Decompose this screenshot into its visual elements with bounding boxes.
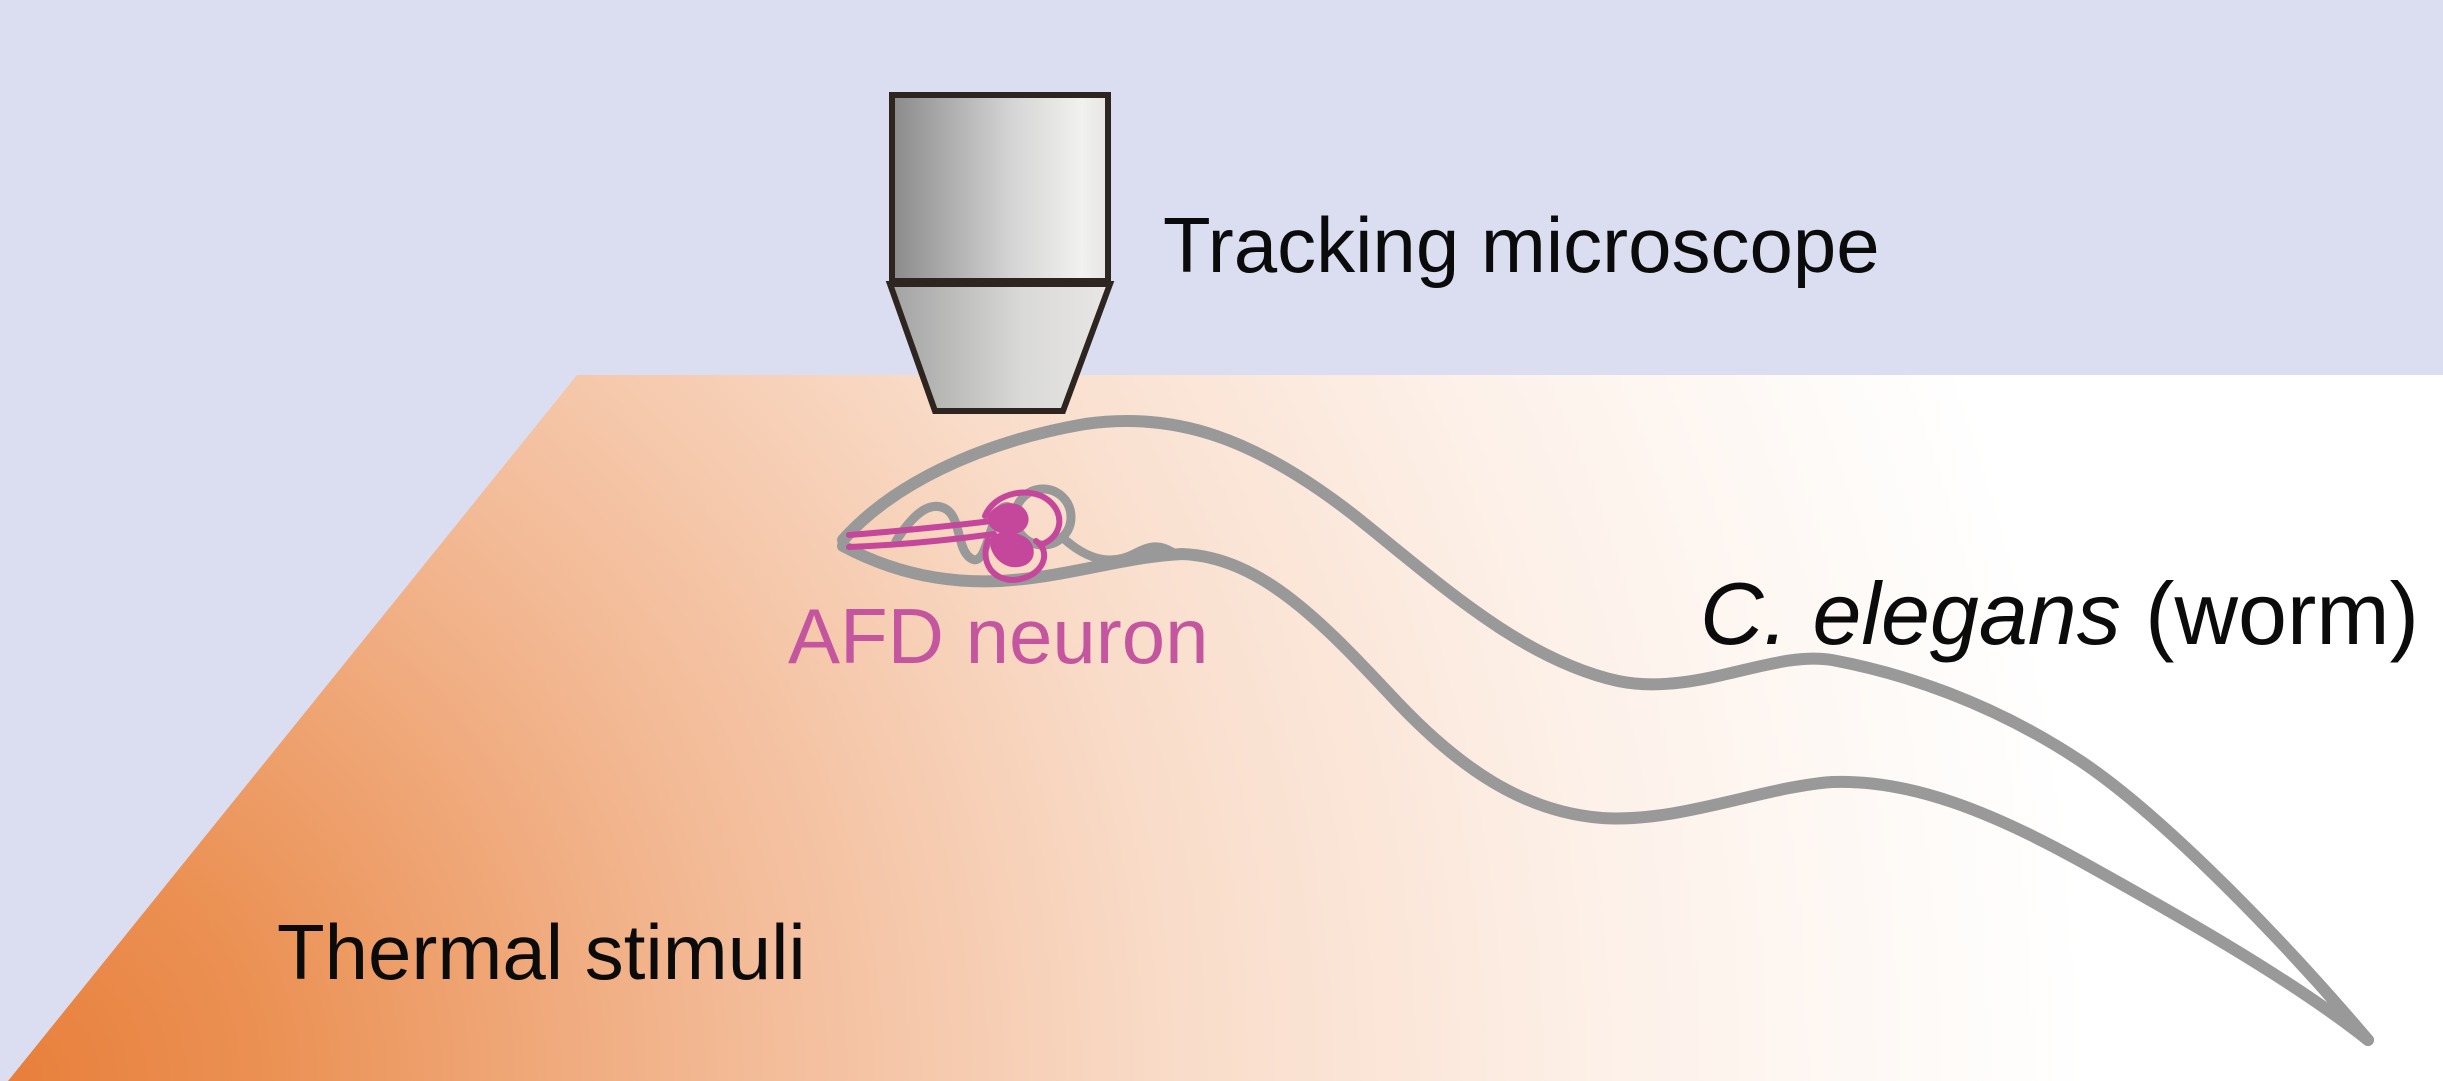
afd-neuron-drawing xyxy=(846,489,1063,583)
thermal-stimuli-label: Thermal stimuli xyxy=(277,908,806,996)
thermal-gradient-plate xyxy=(8,375,2443,1081)
tracking-microscope-label: Tracking microscope xyxy=(1163,201,1880,289)
microscope-objective-icon xyxy=(885,92,1115,414)
c-elegans-label: C. elegans (worm) xyxy=(1700,570,2419,658)
c-elegans-worm-suffix: (worm) xyxy=(2120,564,2419,663)
c-elegans-species-name: C. elegans xyxy=(1700,564,2121,663)
c-elegans-worm-outline xyxy=(837,414,2374,1046)
afd-neuron-label: AFD neuron xyxy=(788,592,1209,680)
